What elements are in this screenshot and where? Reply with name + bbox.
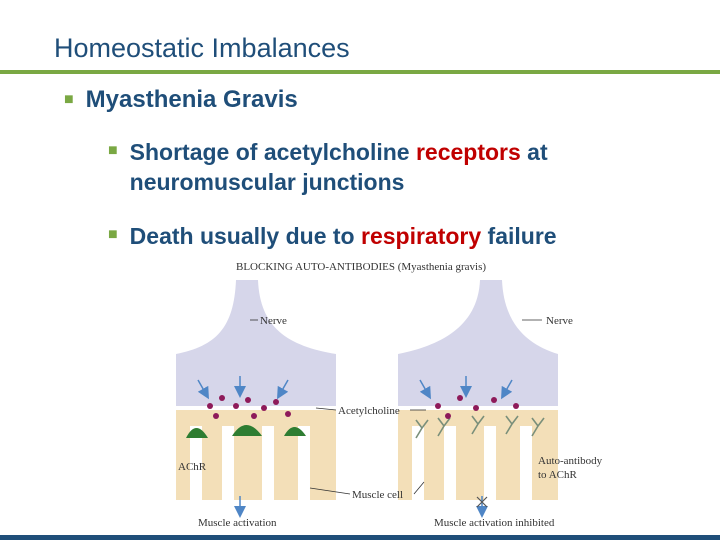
square-bullet-icon: ■	[108, 142, 118, 159]
figure-heading: BLOCKING AUTO-ANTIBODIES (Myasthenia gra…	[236, 261, 486, 273]
muscle-fold	[298, 426, 310, 500]
release-arrow-icon	[419, 379, 431, 400]
highlight-receptors: receptors	[415, 139, 521, 165]
acetylcholine-dots	[207, 395, 291, 419]
footer-bar	[0, 535, 720, 540]
bullet-text: Death usually due to respiratory failure	[130, 221, 557, 251]
label-nerve-right: Nerve	[546, 315, 573, 327]
bullet-text-part: neuromuscular junctions	[129, 169, 405, 195]
release-arrow-icon	[197, 379, 209, 400]
synaptic-cleft	[176, 406, 336, 410]
slide-title: Homeostatic Imbalances	[54, 33, 350, 63]
bullet-text-part: failure	[481, 223, 557, 249]
release-arrow-icon	[277, 379, 289, 400]
nerve-terminal-right	[398, 280, 558, 408]
myasthenia-diagram: BLOCKING AUTO-ANTIBODIES (Myasthenia gra…	[176, 261, 603, 529]
muscle-fold	[222, 426, 234, 500]
acetylcholine-dots	[435, 395, 519, 419]
auto-antibodies	[415, 415, 545, 439]
label-to-achr: to AChR	[538, 469, 577, 481]
muscle-fold	[444, 426, 456, 500]
left-panel: Nerve AChR Muscle activation	[176, 280, 336, 529]
label-muscle-activation: Muscle activation	[198, 517, 277, 529]
leader-line	[315, 407, 337, 411]
label-achr: AChR	[178, 461, 207, 473]
muscle-fold	[520, 426, 532, 500]
muscle-fold	[262, 426, 274, 500]
right-panel: Nerve Auto-antibody to AChR Muscle activ…	[398, 280, 603, 529]
muscle-fold	[484, 426, 496, 500]
bullet-text: Shortage of acetylcholine receptors at n…	[130, 137, 548, 197]
achr-receptor	[284, 427, 306, 436]
nerve-terminal-left	[176, 280, 336, 408]
release-arrow-icon	[501, 379, 513, 400]
muscle-fold	[190, 426, 202, 500]
bullet-text-part: Shortage of acetylcholine	[129, 139, 416, 165]
blocked-x-icon	[476, 496, 488, 508]
bullet-text-part: at	[520, 139, 548, 165]
label-muscle-activation-inhibited: Muscle activation inhibited	[434, 517, 555, 529]
bullet-receptor-shortage: ■ Shortage of acetylcholine receptors at…	[108, 137, 548, 197]
square-bullet-icon: ■	[64, 91, 74, 108]
label-muscle-cell: Muscle cell	[352, 489, 403, 501]
label-auto-antibody: Auto-antibody	[538, 455, 603, 467]
label-acetylcholine: Acetylcholine	[338, 405, 400, 417]
label-nerve-left: Nerve	[260, 315, 287, 327]
leader-line	[413, 481, 425, 495]
title-divider	[0, 70, 720, 74]
bullet-text: Myasthenia Gravis	[85, 86, 298, 113]
achr-receptor	[186, 428, 208, 438]
bullet-text-part: Death usually due to	[129, 223, 361, 249]
bullet-myasthenia-gravis: ■ Myasthenia Gravis	[64, 86, 298, 114]
achr-receptor	[232, 425, 262, 436]
muscle-fold	[412, 426, 424, 500]
bullet-respiratory-failure: ■ Death usually due to respiratory failu…	[108, 221, 557, 251]
leader-line	[309, 487, 351, 495]
square-bullet-icon: ■	[108, 226, 118, 243]
highlight-respiratory: respiratory	[361, 223, 482, 249]
